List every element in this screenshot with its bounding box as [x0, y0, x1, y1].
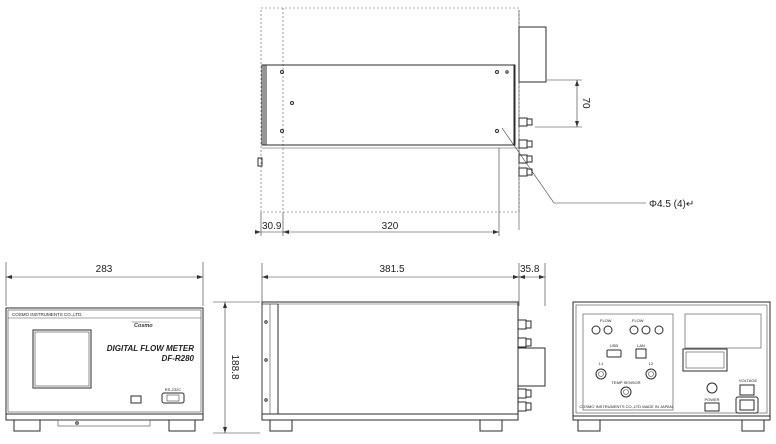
front-base [5, 413, 204, 421]
usb-port [130, 395, 142, 404]
rear-connector [517, 319, 527, 330]
flow-label-1: FLOW [600, 318, 612, 323]
front-foot [168, 419, 196, 432]
front-foot [13, 419, 41, 432]
rs232c-port [161, 392, 185, 404]
top-view: 70 Φ4.5 (4)↵ 30.9 320 [255, 7, 694, 236]
rear-connector [518, 139, 528, 149]
hole-note: Φ4.5 (4)↵ [649, 199, 694, 210]
dim-283-label: 283 [96, 264, 113, 275]
rear-connector [518, 167, 528, 177]
front-model: DF-R280 [162, 354, 195, 363]
mount-hole [280, 129, 284, 133]
l2-label: L2 [649, 361, 654, 366]
dim-30.9-label: 30.9 [262, 221, 282, 232]
side-foot [479, 419, 503, 432]
mount-hole [495, 129, 499, 133]
dim-35.8-label: 35.8 [520, 264, 540, 275]
rear-connector [517, 337, 527, 348]
mount-hole [495, 70, 499, 74]
rs232c-label: RS-232C [165, 387, 182, 392]
flow-connector [591, 325, 601, 335]
dim-70-label: 70 [580, 97, 591, 109]
dim-381.5-label: 381.5 [379, 264, 404, 275]
flow-connector [629, 325, 639, 335]
rear-usb-port [606, 349, 622, 358]
power-label: POWER [704, 397, 719, 402]
rear-footer-text: COSMO INSTRUMENTS CO.,LTD MADE IN JAPAN [579, 404, 672, 409]
flow-connector [654, 325, 664, 335]
side-body [261, 301, 519, 415]
lan-port [635, 348, 647, 359]
top-view-rear-box [518, 26, 547, 83]
temp-sensor-label: TEMP SENSOR [611, 380, 640, 385]
rear-connector [517, 388, 527, 399]
mount-hole [290, 101, 294, 105]
flow-label-2: FLOW [632, 318, 644, 323]
power-switch [704, 402, 720, 412]
front-title: DIGITAL FLOW METER [107, 344, 194, 353]
hole-leader [501, 127, 555, 204]
top-view-envelope [260, 7, 520, 213]
lan-label: LAN [637, 343, 645, 348]
usb-label: USB [610, 343, 619, 348]
voltage-label: VOLTAGE [739, 378, 758, 383]
fuse-holder [706, 382, 718, 394]
front-company-name: COSMO INSTRUMENTS CO.,LTD. [12, 312, 83, 317]
rear-foot [741, 419, 765, 432]
voltage-switch [739, 384, 755, 396]
l1-connector [595, 368, 607, 380]
side-base [261, 413, 519, 421]
dim-320-label: 320 [382, 221, 399, 232]
rear-cover-plate [682, 348, 728, 372]
flow-connector [641, 325, 651, 335]
flow-connector [603, 325, 613, 335]
l1-label: L1 [599, 361, 604, 366]
power-inlet [735, 396, 759, 414]
mount-hole [280, 70, 284, 74]
rear-connector [518, 117, 528, 127]
dim-188.8-label: 188.8 [229, 354, 240, 379]
side-foot [269, 419, 293, 432]
temp-sensor-connector [620, 386, 632, 398]
rear-io-panel [582, 313, 674, 411]
l2-connector [645, 368, 657, 380]
rear-connector [518, 154, 528, 164]
rear-connector [517, 401, 527, 412]
side-rear-box [517, 347, 546, 387]
rear-view: FLOW FLOW USB LAN L1 L2 TEMP SENSOR COSM… [572, 301, 771, 432]
rear-base [572, 415, 771, 421]
top-view-body [263, 64, 516, 146]
rear-foot [577, 419, 601, 432]
display-screen [32, 329, 92, 389]
front-logo: Cosmo [134, 323, 153, 329]
side-view: 381.5 35.8 188.8 [213, 263, 546, 434]
front-view: 283 COSMO INSTRUMENTS CO.,LTD. Cosmo DIG… [5, 262, 204, 432]
